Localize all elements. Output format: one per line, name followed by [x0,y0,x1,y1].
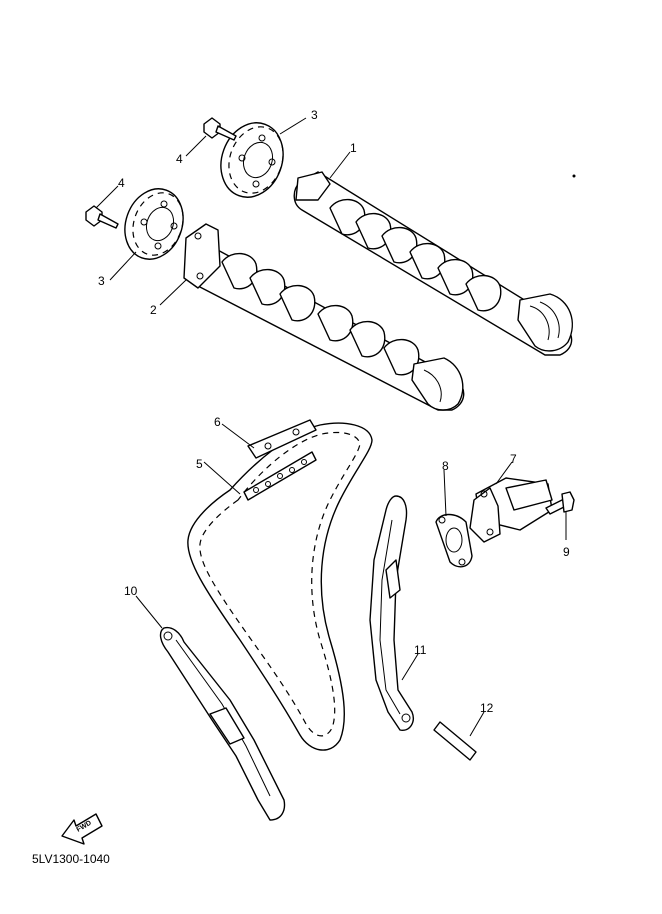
callout-3-lower: 3 [98,274,105,288]
callout-10: 10 [124,584,138,598]
tensioner-guide [369,495,414,731]
callout-4-upper: 4 [176,152,183,166]
camshaft-1 [293,171,576,356]
callout-11: 11 [414,643,427,657]
callout-2: 2 [150,303,157,317]
callout-7: 7 [510,452,517,466]
gasket [435,513,473,568]
callout-8: 8 [442,459,449,473]
camshaft-2 [183,223,465,411]
cam-sprocket-lower [124,188,184,260]
cam-sprocket-upper [220,122,284,198]
leader-lines [95,117,567,737]
fwd-arrow-icon: FWD [61,813,103,845]
callout-4-lower: 4 [118,176,125,190]
chain-guide [159,626,286,821]
callout-6: 6 [214,415,221,429]
chain-tensioner [469,477,553,543]
callout-labels: 1 2 3 3 4 4 5 6 7 8 9 10 11 12 [98,108,570,715]
guide-pin [433,721,477,761]
document-code: 5LV1300-1040 [32,852,110,866]
callout-1: 1 [350,141,357,155]
timing-chain [187,422,373,751]
callout-5: 5 [196,457,203,471]
bolt-lower [85,205,119,229]
bolt-upper [203,117,237,141]
chain-link-plate [243,419,317,501]
callout-12: 12 [480,701,494,715]
tensioner-bolt [545,491,575,515]
callout-9: 9 [563,545,570,559]
callout-3-upper: 3 [311,108,318,122]
